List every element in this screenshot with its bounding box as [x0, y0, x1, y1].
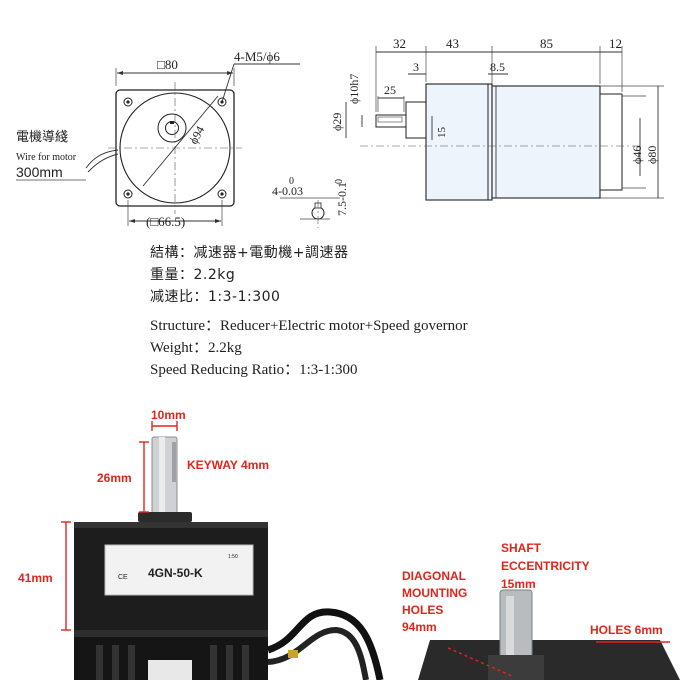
dim-3: 3 [413, 60, 419, 74]
holes-leader [221, 63, 235, 103]
body-dia-80: ϕ80 [645, 146, 659, 164]
spec-cn-weight: 重量：2.2kg [150, 267, 236, 283]
spec-en-weight: Weight：2.2kg [150, 340, 242, 356]
spec-en-ratio: Speed Reducing Ratio：1:3-1:300 [150, 362, 358, 378]
wire-label-cn: 電機導綫 [16, 130, 68, 145]
photo-flange [418, 640, 680, 680]
gearbox-height-label: 41mm [18, 571, 53, 585]
photo-cable [266, 608, 384, 680]
front-diameter-leader [142, 95, 219, 187]
diagonal-label-line3: HOLES [402, 603, 443, 617]
front-holes-label: 4-M5/ϕ6 [234, 49, 280, 64]
side-gearbox [425, 83, 493, 201]
side-keyway [377, 116, 403, 123]
holes-6mm-label: HOLES 6mm [590, 623, 663, 637]
dim-43: 43 [446, 36, 459, 51]
dim-85: 85 [540, 36, 553, 51]
body-dia-46: ϕ46 [630, 146, 644, 164]
key-tol-label: 4-0.03 [272, 184, 303, 198]
photo-eccentric-shaft [499, 589, 533, 661]
photo-model-small: 1:50 [228, 554, 238, 560]
side-boss [405, 101, 427, 139]
wire-label-en: Wire for motor [16, 152, 77, 163]
photo-eccentric-highlight [506, 596, 514, 656]
photo-motor-fins [96, 645, 249, 680]
diagonal-label: DIAGONAL MOUNTING HOLES 94mm [402, 569, 467, 634]
shaft-dia-label: ϕ10h7 [347, 74, 361, 104]
photo-motor-ring [74, 630, 268, 637]
dim80-arrow-r [227, 71, 233, 75]
dim-8-5: 8.5 [490, 60, 505, 74]
eccentricity-label-line1: SHAFT [501, 541, 542, 555]
keyway-label: KEYWAY 4mm [187, 458, 269, 472]
photo-flange-boss [488, 655, 544, 680]
dim-12: 12 [609, 36, 622, 51]
depth-label: 7.5-0.1 [335, 182, 349, 216]
front-pitch-label: (□66.5) [146, 214, 185, 229]
front-key [170, 121, 174, 124]
dim-32: 32 [393, 36, 406, 51]
side-motor [491, 85, 601, 199]
diagonal-label-line1: DIAGONAL [402, 569, 466, 583]
key-section-detail: 0 4-0.03 0 7.5-0.1 [272, 176, 349, 228]
front-square-label: □80 [157, 57, 178, 72]
dim-25: 25 [384, 83, 396, 97]
eccentricity-label: SHAFT ECCENTRICITY 15mm [501, 541, 590, 591]
photo-collar [138, 512, 192, 522]
spec-cn-structure: 結構：减速器+電動機+調速器 [150, 245, 349, 261]
diagonal-label-line2: MOUNTING [402, 586, 467, 600]
shaft-length-label: 26mm [97, 471, 132, 485]
spec-en-structure: Structure：Reducer+Electric motor+Speed g… [150, 318, 468, 334]
photo-cable-tag [288, 650, 298, 658]
boss-dia-label: ϕ29 [330, 113, 344, 131]
key-tol-zero: 0 [289, 176, 294, 187]
spec-cn-ratio: 减速比：1:3-1:300 [150, 289, 281, 305]
shaft-width-label: 10mm [151, 408, 186, 422]
photo-model-label [104, 544, 254, 596]
photo-keyway [172, 442, 176, 482]
photo-cable-2 [267, 626, 369, 680]
wire-line [85, 149, 119, 169]
eccentricity-label-line2: ECCENTRICITY [501, 559, 590, 573]
dim80-arrow-l [117, 71, 123, 75]
motor-photo: 4GN-50-K CE 1:50 [18, 408, 680, 680]
wire-length-label: 300mm [16, 164, 63, 180]
wire-line-2 [87, 153, 119, 173]
eccentricity-label-line3: 15mm [501, 577, 536, 591]
photo-model-text: 4GN-50-K [148, 566, 203, 580]
key-height-label: 15 [436, 127, 448, 139]
photo-shaft-highlight [159, 437, 165, 515]
depth-zero: 0 [334, 179, 345, 184]
dim665-arrow-r [215, 219, 221, 223]
side-view: 32 43 85 12 3 8.5 25 ϕ10h7 ϕ29 15 ϕ46 ϕ8… [272, 36, 664, 228]
photo-gearbox-top [74, 522, 268, 528]
photo-rear-label [148, 660, 192, 680]
photo-ce-mark: CE [118, 574, 128, 581]
dim665-arrow-l [129, 219, 135, 223]
side-rear-cap [599, 93, 623, 191]
diagonal-label-line4: 94mm [402, 620, 437, 634]
front-view: ϕ94 4-M5/ϕ6 □80 (□66.5) 電機導綫 Wire for mo… [16, 49, 300, 229]
